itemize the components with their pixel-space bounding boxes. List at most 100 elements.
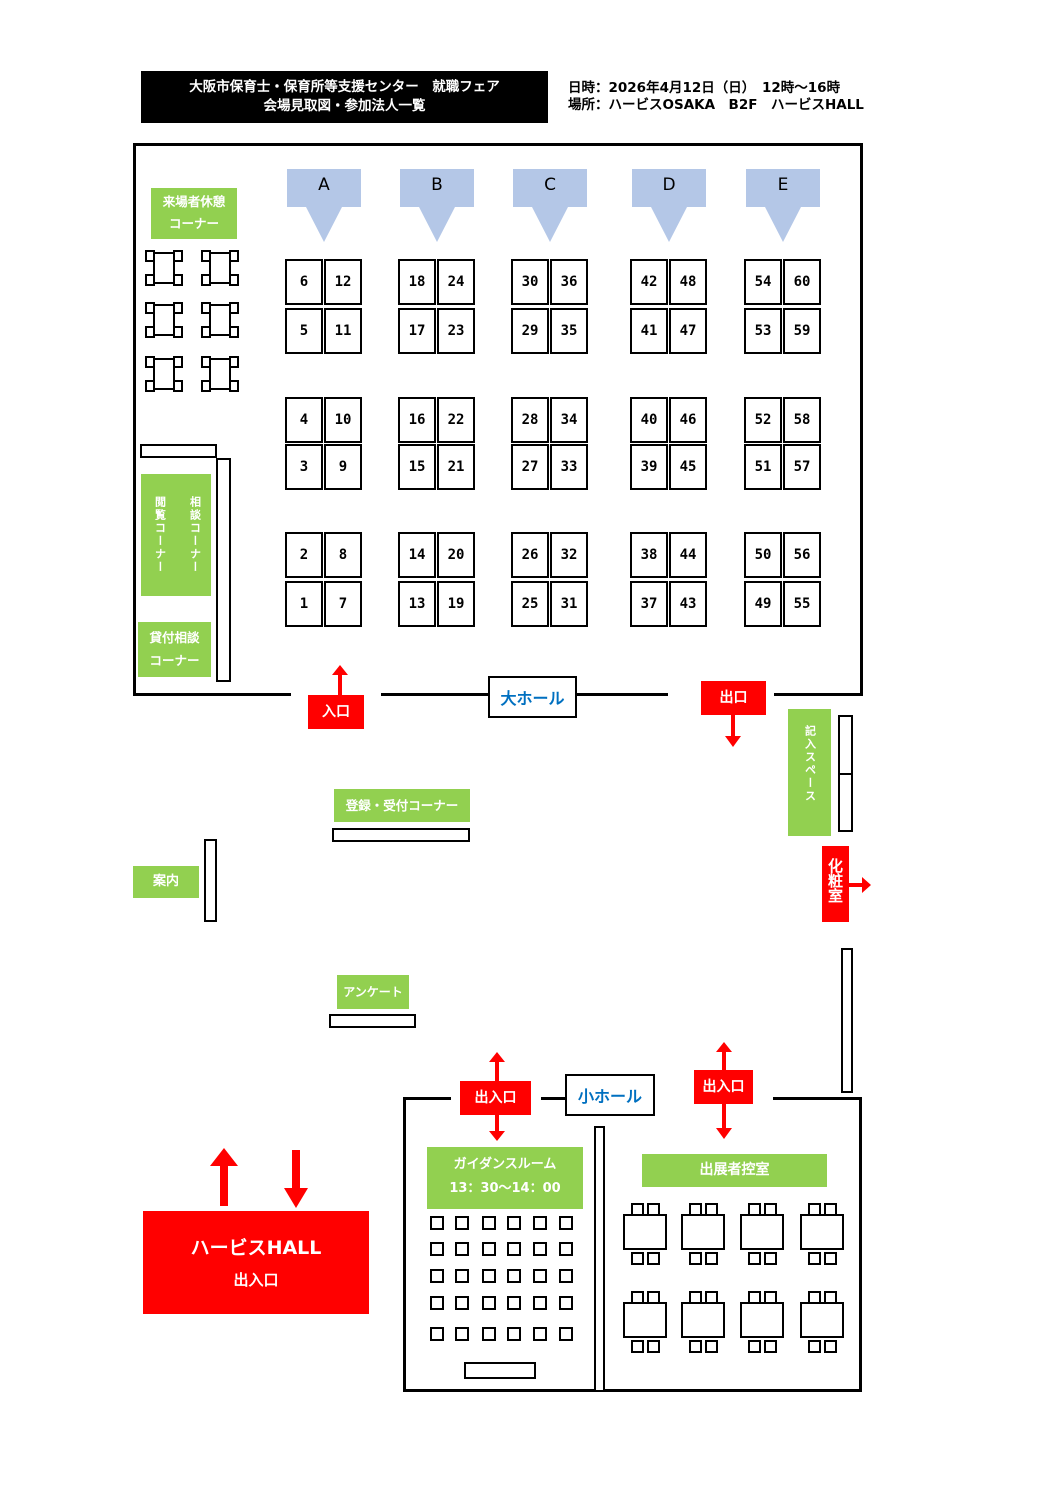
shelf-top (140, 444, 217, 458)
booth-29[interactable]: 29 (511, 308, 549, 354)
booth-20[interactable]: 20 (437, 532, 475, 578)
booth-16[interactable]: 16 (398, 397, 436, 443)
guidance-seat (559, 1269, 573, 1283)
booth-47[interactable]: 47 (669, 308, 707, 354)
guidance-seat (482, 1269, 496, 1283)
booth-44[interactable]: 44 (669, 532, 707, 578)
booth-18[interactable]: 18 (398, 259, 436, 305)
booth-45[interactable]: 45 (669, 444, 707, 490)
booth-52[interactable]: 52 (744, 397, 782, 443)
booth-57[interactable]: 57 (783, 444, 821, 490)
booth-1[interactable]: 1 (285, 581, 323, 627)
booth-30[interactable]: 30 (511, 259, 549, 305)
entrance-arrow-icon (332, 665, 348, 695)
booth-7[interactable]: 7 (324, 581, 362, 627)
column-arrow-e: E (746, 169, 820, 243)
guidance-seat (507, 1216, 521, 1230)
exhibitor-table-set (800, 1203, 844, 1271)
booth-15[interactable]: 15 (398, 444, 436, 490)
consult-corner-label: 相談コーナー (188, 496, 202, 574)
booth-11[interactable]: 11 (324, 308, 362, 354)
booth-59[interactable]: 59 (783, 308, 821, 354)
booth-19[interactable]: 19 (437, 581, 475, 627)
reading-corner-label: 閲覧コーナー (153, 496, 167, 574)
harbis-hall-in-out: 出入口 (233, 1271, 279, 1289)
booth-40[interactable]: 40 (630, 397, 668, 443)
booth-55[interactable]: 55 (783, 581, 821, 627)
booth-10[interactable]: 10 (324, 397, 362, 443)
booth-56[interactable]: 56 (783, 532, 821, 578)
guidance-seat (507, 1269, 521, 1283)
booth-8[interactable]: 8 (324, 532, 362, 578)
booth-48[interactable]: 48 (669, 259, 707, 305)
guidance-seat (559, 1242, 573, 1256)
guide-desk (204, 839, 217, 922)
guidance-seat (430, 1327, 444, 1341)
booth-32[interactable]: 32 (550, 532, 588, 578)
loan-consult-label-1: 貸付相談 (149, 630, 200, 645)
booth-27[interactable]: 27 (511, 444, 549, 490)
booth-53[interactable]: 53 (744, 308, 782, 354)
title-banner: 大阪市保育士・保育所等支援センター 就職フェア 会場見取図・参加法人一覧 (141, 71, 548, 123)
booth-36[interactable]: 36 (550, 259, 588, 305)
booth-34[interactable]: 34 (550, 397, 588, 443)
booth-49[interactable]: 49 (744, 581, 782, 627)
column-label-a: A (318, 175, 330, 195)
booth-28[interactable]: 28 (511, 397, 549, 443)
booth-60[interactable]: 60 (783, 259, 821, 305)
booth-31[interactable]: 31 (550, 581, 588, 627)
booth-33[interactable]: 33 (550, 444, 588, 490)
guidance-podium (464, 1362, 536, 1379)
booth-26[interactable]: 26 (511, 532, 549, 578)
booth-23[interactable]: 23 (437, 308, 475, 354)
rest-corner-label-1: 来場者休憩 (162, 194, 226, 209)
booth-6[interactable]: 6 (285, 259, 323, 305)
guide-sign: 案内 (133, 866, 199, 898)
guidance-time: 13：30～14：00 (449, 1181, 561, 1196)
booth-12[interactable]: 12 (324, 259, 362, 305)
guidance-seat (482, 1216, 496, 1230)
booth-25[interactable]: 25 (511, 581, 549, 627)
rest-corner-sign: 来場者休憩 コーナー (151, 188, 237, 239)
booth-39[interactable]: 39 (630, 444, 668, 490)
in-out-right-arrow-icon (716, 1042, 732, 1139)
rest-table-set (145, 302, 183, 342)
booth-24[interactable]: 24 (437, 259, 475, 305)
booth-50[interactable]: 50 (744, 532, 782, 578)
booth-4[interactable]: 4 (285, 397, 323, 443)
column-arrow-c: C (513, 169, 587, 243)
guidance-seat (430, 1242, 444, 1256)
booth-17[interactable]: 17 (398, 308, 436, 354)
booth-2[interactable]: 2 (285, 532, 323, 578)
column-label-b: B (431, 175, 443, 195)
column-label-c: C (544, 175, 556, 195)
column-label-e: E (777, 175, 789, 195)
exit-sign: 出口 (701, 681, 766, 715)
booth-13[interactable]: 13 (398, 581, 436, 627)
booth-41[interactable]: 41 (630, 308, 668, 354)
booth-43[interactable]: 43 (669, 581, 707, 627)
booth-9[interactable]: 9 (324, 444, 362, 490)
booth-38[interactable]: 38 (630, 532, 668, 578)
booth-3[interactable]: 3 (285, 444, 323, 490)
booth-14[interactable]: 14 (398, 532, 436, 578)
in-out-right-sign: 出入口 (694, 1070, 753, 1104)
booth-22[interactable]: 22 (437, 397, 475, 443)
guidance-seat (430, 1216, 444, 1230)
booth-5[interactable]: 5 (285, 308, 323, 354)
shelf-side (216, 458, 231, 682)
guidance-seat (507, 1296, 521, 1310)
guidance-seat (559, 1216, 573, 1230)
booth-35[interactable]: 35 (550, 308, 588, 354)
booth-54[interactable]: 54 (744, 259, 782, 305)
booth-51[interactable]: 51 (744, 444, 782, 490)
loan-consult-sign: 貸付相談 コーナー (138, 622, 211, 677)
exit-arrow-icon (725, 714, 741, 747)
booth-42[interactable]: 42 (630, 259, 668, 305)
booth-21[interactable]: 21 (437, 444, 475, 490)
booth-46[interactable]: 46 (669, 397, 707, 443)
booth-37[interactable]: 37 (630, 581, 668, 627)
harbis-hall-sign: ハービスHALL 出入口 (143, 1211, 369, 1314)
harbis-hall-arrows-icon (210, 1148, 308, 1208)
booth-58[interactable]: 58 (783, 397, 821, 443)
